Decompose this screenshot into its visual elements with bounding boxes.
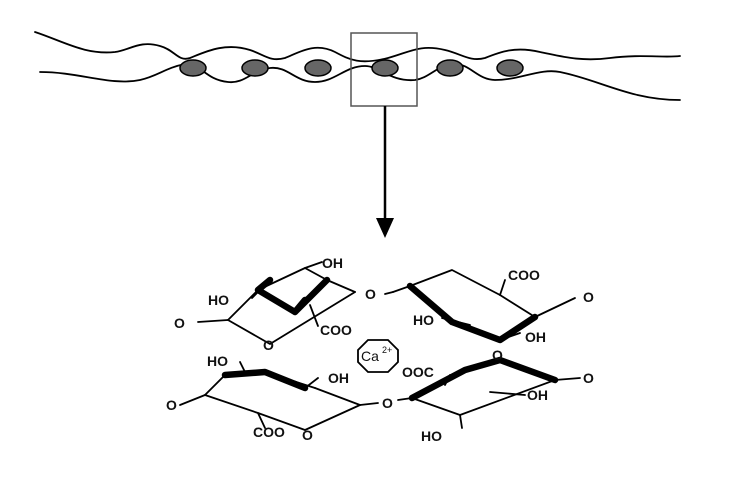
lower-strand (39, 63, 681, 101)
molecular-structure: Ca 2+ OH COO HO O O O COO HO OH O O HO O… (166, 255, 594, 444)
label-coo: COO (253, 424, 285, 440)
junction-node (179, 59, 207, 77)
junction-node (304, 59, 332, 77)
junction-node (496, 59, 524, 77)
calcium-symbol: Ca (361, 348, 379, 364)
label-o: O (365, 286, 376, 302)
junction-node (241, 59, 269, 77)
upper-strand (34, 31, 681, 63)
label-oh: OH (322, 255, 343, 271)
label-o: O (492, 347, 503, 363)
label-ooc: OOC (402, 364, 434, 380)
zoom-arrow (376, 106, 394, 238)
label-o: O (166, 397, 177, 413)
label-ho: HO (207, 353, 228, 369)
label-ho: HO (413, 312, 434, 328)
ring-upper-left (197, 261, 356, 345)
polymer-chain-overview (34, 31, 681, 107)
label-ho: HO (421, 428, 442, 444)
calcium-junctions (179, 59, 524, 77)
atom-labels: OH COO HO O O O COO HO OH O O HO OOC OH … (166, 255, 594, 444)
label-o: O (583, 370, 594, 386)
calcium-charge: 2+ (382, 345, 392, 355)
label-o: O (583, 289, 594, 305)
label-o: O (382, 395, 393, 411)
junction-node (371, 59, 399, 77)
calcium-ion: Ca 2+ (357, 339, 399, 373)
label-oh: OH (525, 329, 546, 345)
label-oh: OH (527, 387, 548, 403)
label-ho: HO (208, 292, 229, 308)
label-o: O (302, 427, 313, 443)
label-oh: OH (328, 370, 349, 386)
ring-lower-right (408, 356, 581, 429)
label-coo: COO (508, 267, 540, 283)
label-o: O (174, 315, 185, 331)
ring-lower-left (179, 361, 361, 431)
label-o: O (263, 337, 274, 353)
label-coo: COO (320, 322, 352, 338)
junction-node (436, 59, 464, 77)
ring-upper-right (392, 269, 576, 344)
